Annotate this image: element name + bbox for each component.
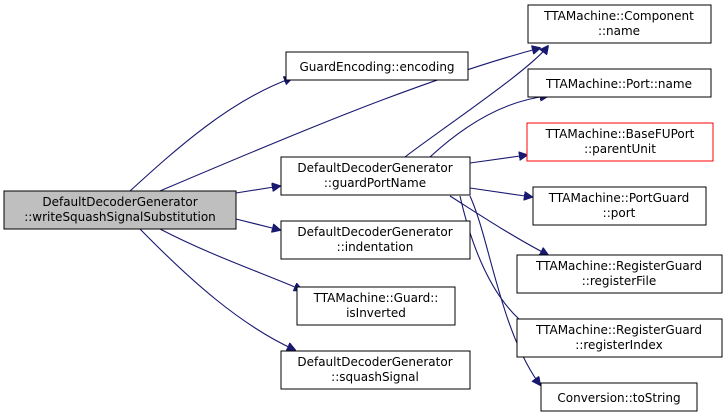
- node-is-inverted-line-1: TTAMachine::Guard::: [313, 291, 439, 305]
- edge-gpn-register-index: [459, 195, 530, 328]
- node-to-string-box: [540, 382, 698, 412]
- node-parent-unit[interactable]: TTAMachine::BaseFUPort ::parentUnit: [526, 122, 714, 162]
- node-guard-encoding[interactable]: GuardEncoding::encoding: [285, 51, 469, 81]
- edge-gpn-component-name: [404, 46, 548, 158]
- node-to-string[interactable]: Conversion::toString: [540, 382, 698, 412]
- node-indentation-line-2: ::indentation: [337, 240, 414, 254]
- node-guard-port-name-line-1: DefaultDecoderGenerator: [297, 161, 452, 175]
- edge-root-guard-port-name: [235, 186, 280, 194]
- node-register-index[interactable]: TTAMachine::RegisterGuard ::registerInde…: [516, 318, 723, 358]
- node-root-line-2: ::writeSquashSignalSubstitution: [24, 210, 216, 224]
- node-parent-unit-line-2: ::parentUnit: [584, 142, 656, 156]
- node-root-line-1: DefaultDecoderGenerator: [42, 195, 197, 209]
- node-guard-port-name-line-2: ::guardPortName: [324, 176, 426, 190]
- node-port-name[interactable]: TTAMachine::Port::name: [527, 68, 712, 98]
- node-indentation-box: [280, 220, 471, 260]
- node-component-name-line-1: TTAMachine::Component: [543, 9, 694, 23]
- node-guard-encoding-box: [285, 51, 469, 81]
- edge-gpn-port-name: [429, 96, 548, 158]
- node-parent-unit-line-1: TTAMachine::BaseFUPort: [545, 127, 695, 141]
- node-port-name-box: [527, 68, 712, 98]
- node-to-string-line-1: Conversion::toString: [557, 391, 680, 405]
- node-port-guard-port-line-1: TTAMachine::PortGuard: [548, 191, 689, 205]
- node-register-file-box: [516, 254, 723, 294]
- edge-root-is-inverted: [159, 228, 302, 290]
- node-is-inverted-line-2: isInverted: [346, 306, 406, 320]
- edge-gpn-to-string: [469, 195, 540, 385]
- edges: [129, 46, 548, 385]
- node-component-name[interactable]: TTAMachine::Component ::name: [527, 4, 712, 44]
- edge-root-squash-signal: [139, 228, 295, 350]
- node-is-inverted-box: [296, 286, 456, 326]
- node-parent-unit-box: [526, 122, 714, 162]
- edge-gpn-register-file: [449, 195, 548, 255]
- node-register-index-box: [516, 318, 723, 358]
- node-squash-signal-box: [280, 350, 471, 390]
- node-squash-signal[interactable]: DefaultDecoderGenerator ::squashSignal: [280, 350, 471, 390]
- edge-gpn-port-guard: [469, 187, 532, 197]
- node-root-box: [3, 190, 237, 230]
- edge-root-guard-encoding: [129, 78, 292, 192]
- node-register-file-line-1: TTAMachine::RegisterGuard: [535, 259, 702, 273]
- edge-root-component-name: [159, 48, 540, 192]
- node-indentation[interactable]: DefaultDecoderGenerator ::indentation: [280, 220, 471, 260]
- node-component-name-line-2: ::name: [598, 24, 640, 38]
- node-guard-port-name[interactable]: DefaultDecoderGenerator ::guardPortName: [280, 156, 471, 196]
- node-port-guard-port[interactable]: TTAMachine::PortGuard ::port: [532, 186, 707, 226]
- node-root[interactable]: DefaultDecoderGenerator ::writeSquashSig…: [3, 190, 237, 230]
- node-port-guard-port-line-2: ::port: [603, 206, 636, 220]
- node-port-guard-port-box: [532, 186, 707, 226]
- node-indentation-line-1: DefaultDecoderGenerator: [297, 225, 452, 239]
- edge-gpn-parent-unit: [469, 155, 527, 164]
- node-is-inverted[interactable]: TTAMachine::Guard:: isInverted: [296, 286, 456, 326]
- node-guard-encoding-line-1: GuardEncoding::encoding: [299, 60, 454, 74]
- node-squash-signal-line-2: ::squashSignal: [331, 370, 419, 384]
- node-register-index-line-2: ::registerIndex: [575, 338, 662, 352]
- node-component-name-box: [527, 4, 712, 44]
- node-register-index-line-1: TTAMachine::RegisterGuard: [535, 323, 702, 337]
- node-register-file-line-2: ::registerFile: [582, 274, 656, 288]
- edge-root-indentation: [235, 218, 280, 230]
- node-guard-port-name-box: [280, 156, 471, 196]
- node-port-name-line-1: TTAMachine::Port::name: [545, 77, 692, 91]
- node-register-file[interactable]: TTAMachine::RegisterGuard ::registerFile: [516, 254, 723, 294]
- node-squash-signal-line-1: DefaultDecoderGenerator: [297, 355, 452, 369]
